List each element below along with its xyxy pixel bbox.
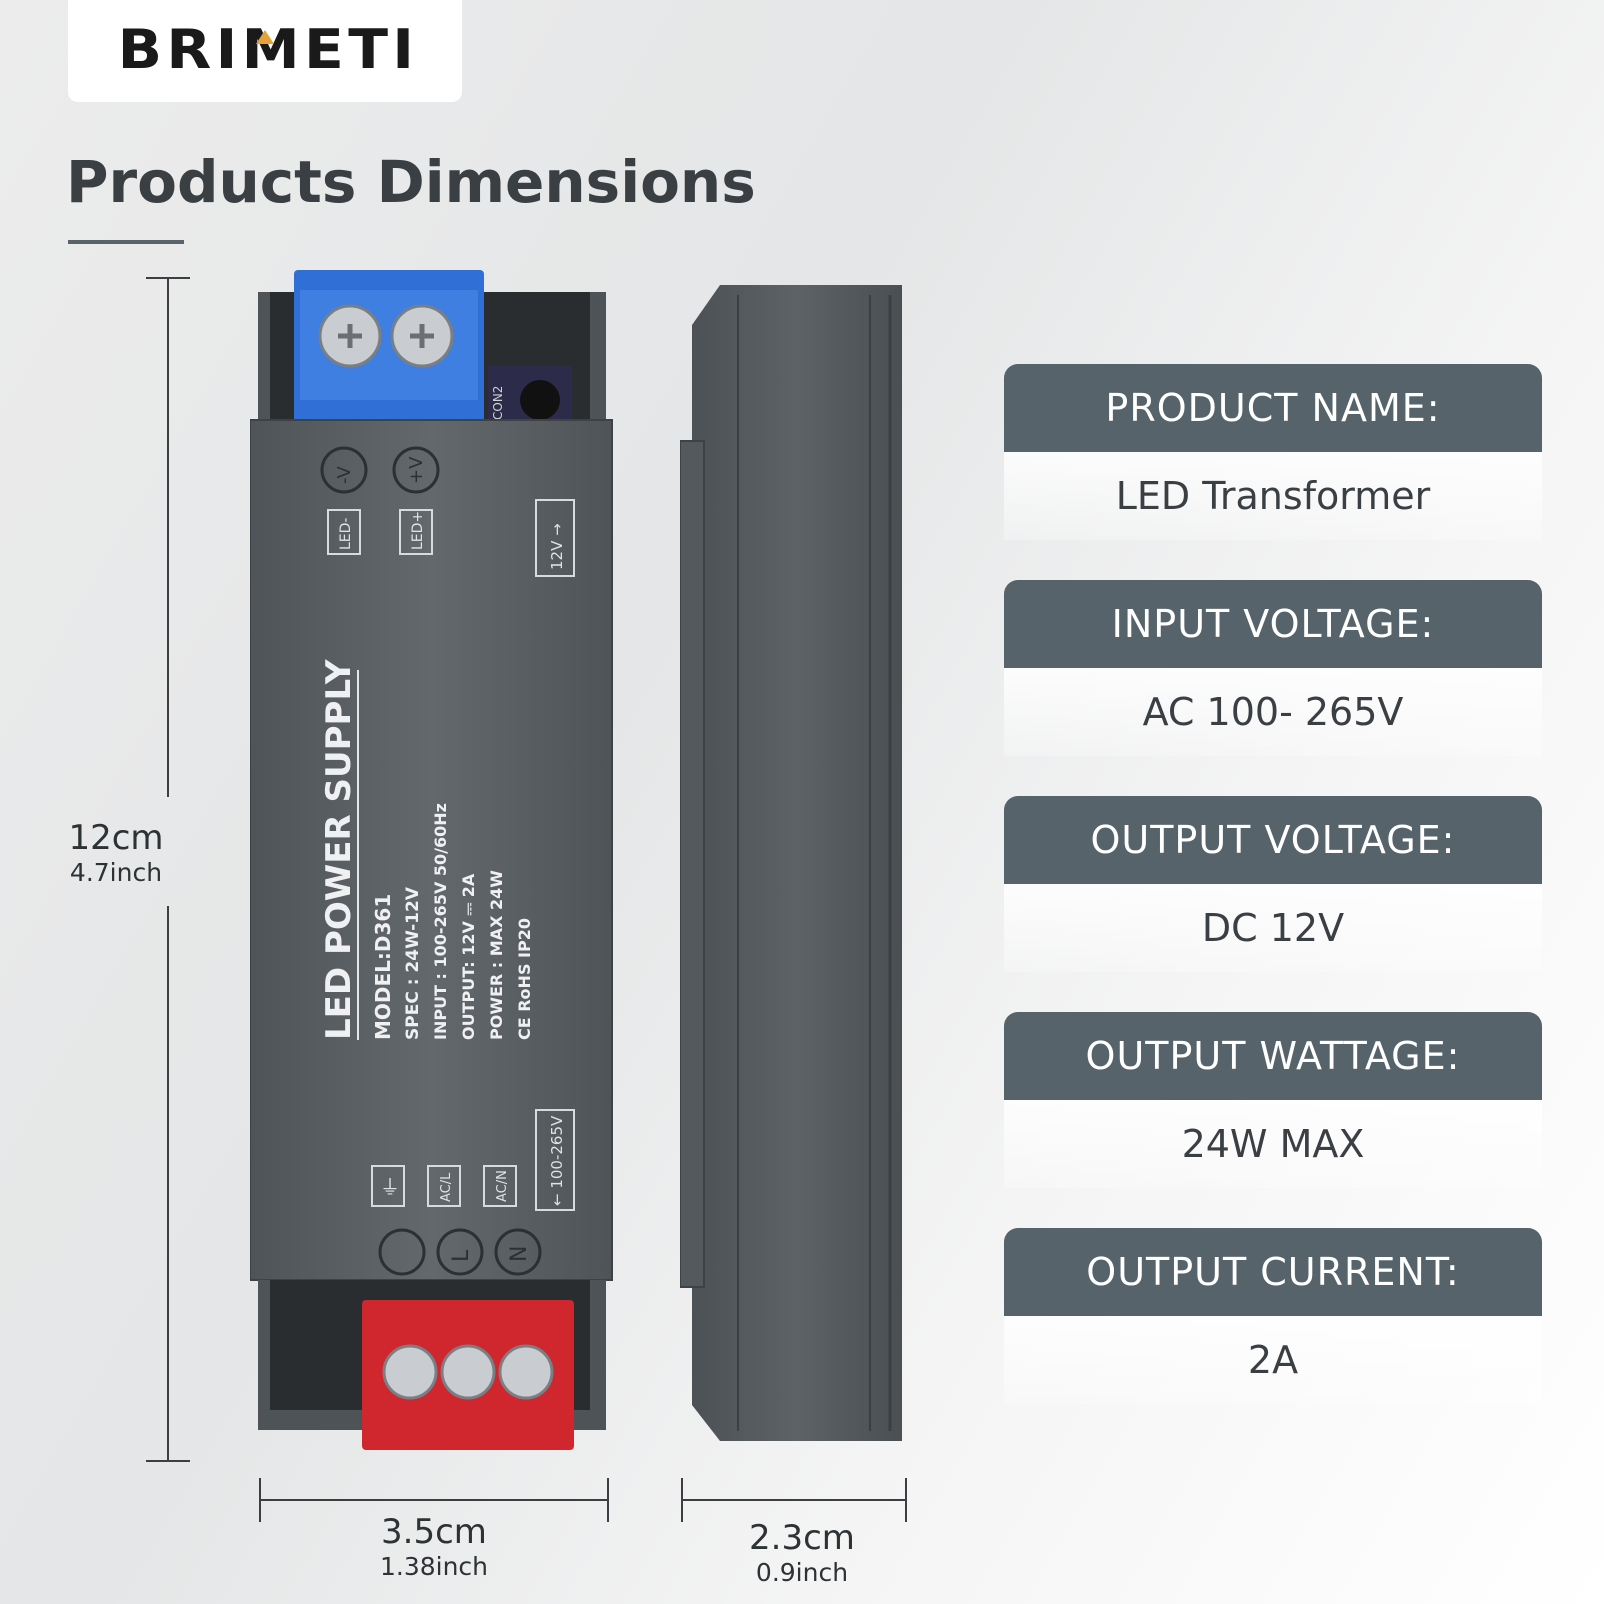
spec-value-output-voltage: DC 12V <box>1004 884 1542 972</box>
red-input-terminal <box>362 1300 574 1450</box>
depth-dimension-inch: 0.9inch <box>755 1558 849 1587</box>
ground-label: ⏚ <box>380 1175 400 1199</box>
height-dimension-inch: 4.7inch <box>69 858 163 887</box>
width-dimension-cm: 3.5cm <box>381 1512 487 1552</box>
depth-dimension-right-tick <box>905 1478 907 1522</box>
con2-label: CON2 <box>491 386 505 420</box>
depth-dimension-cm: 2.3cm <box>749 1518 855 1558</box>
terminal-l-label: L <box>449 1249 474 1262</box>
depth-dimension-line <box>681 1499 907 1501</box>
v-minus-label: -V <box>334 466 355 484</box>
width-dimension-right-tick <box>607 1478 609 1522</box>
output-arrow-label: 12V → <box>548 523 566 570</box>
label-heading: LED POWER SUPPLY <box>319 659 359 1040</box>
spec-label-product-name: PRODUCT NAME: <box>1004 364 1542 452</box>
height-dimension-line-upper <box>167 277 169 797</box>
label-model: MODEL:D361 <box>371 894 395 1040</box>
ac-l-label: AC/L <box>439 1172 454 1202</box>
label-output: OUTPUT: 12V ⎓ 2A <box>459 873 478 1040</box>
height-dimension-line-lower <box>167 906 169 1462</box>
blue-output-terminal <box>294 270 484 422</box>
ac-n-label: AC/N <box>495 1170 510 1202</box>
label-spec: SPEC : 24W-12V <box>403 886 423 1040</box>
width-dimension-inch: 1.38inch <box>379 1552 489 1581</box>
width-dimension-line <box>259 1499 609 1501</box>
spec-value-product-name: LED Transformer <box>1004 452 1542 540</box>
brand-logo-box: BRIMETI <box>68 0 462 102</box>
logo-accent-triangle <box>256 30 274 44</box>
spec-value-output-wattage: 24W MAX <box>1004 1100 1542 1188</box>
title-underline <box>68 240 184 244</box>
led-minus-label: LED- <box>338 518 354 550</box>
label-input: INPUT : 100-265V 50/60Hz <box>431 803 450 1040</box>
label-power: POWER : MAX 24W <box>487 870 506 1040</box>
spec-label-output-wattage: OUTPUT WATTAGE: <box>1004 1012 1542 1100</box>
spec-label-input-voltage: INPUT VOLTAGE: <box>1004 580 1542 668</box>
page-title: Products Dimensions <box>66 148 756 216</box>
height-dimension-bottom-tick <box>146 1460 190 1462</box>
spec-value-output-current: 2A <box>1004 1316 1542 1404</box>
terminal-n-label: N <box>507 1246 532 1262</box>
v-plus-label: +V <box>406 456 427 484</box>
spec-value-input-voltage: AC 100- 265V <box>1004 668 1542 756</box>
spec-label-output-voltage: OUTPUT VOLTAGE: <box>1004 796 1542 884</box>
power-supply-front-view: CON2 -V +V LED- LED+ 12V → LED POWER SUP… <box>250 270 613 1450</box>
label-certs: CE RoHS IP20 <box>515 918 534 1040</box>
led-plus-label: LED+ <box>410 511 426 550</box>
input-arrow-label: ← 100-265V <box>548 1115 566 1206</box>
height-dimension-cm: 12cm <box>68 818 164 858</box>
spec-label-output-current: OUTPUT CURRENT: <box>1004 1228 1542 1316</box>
power-supply-side-view <box>680 285 902 1441</box>
